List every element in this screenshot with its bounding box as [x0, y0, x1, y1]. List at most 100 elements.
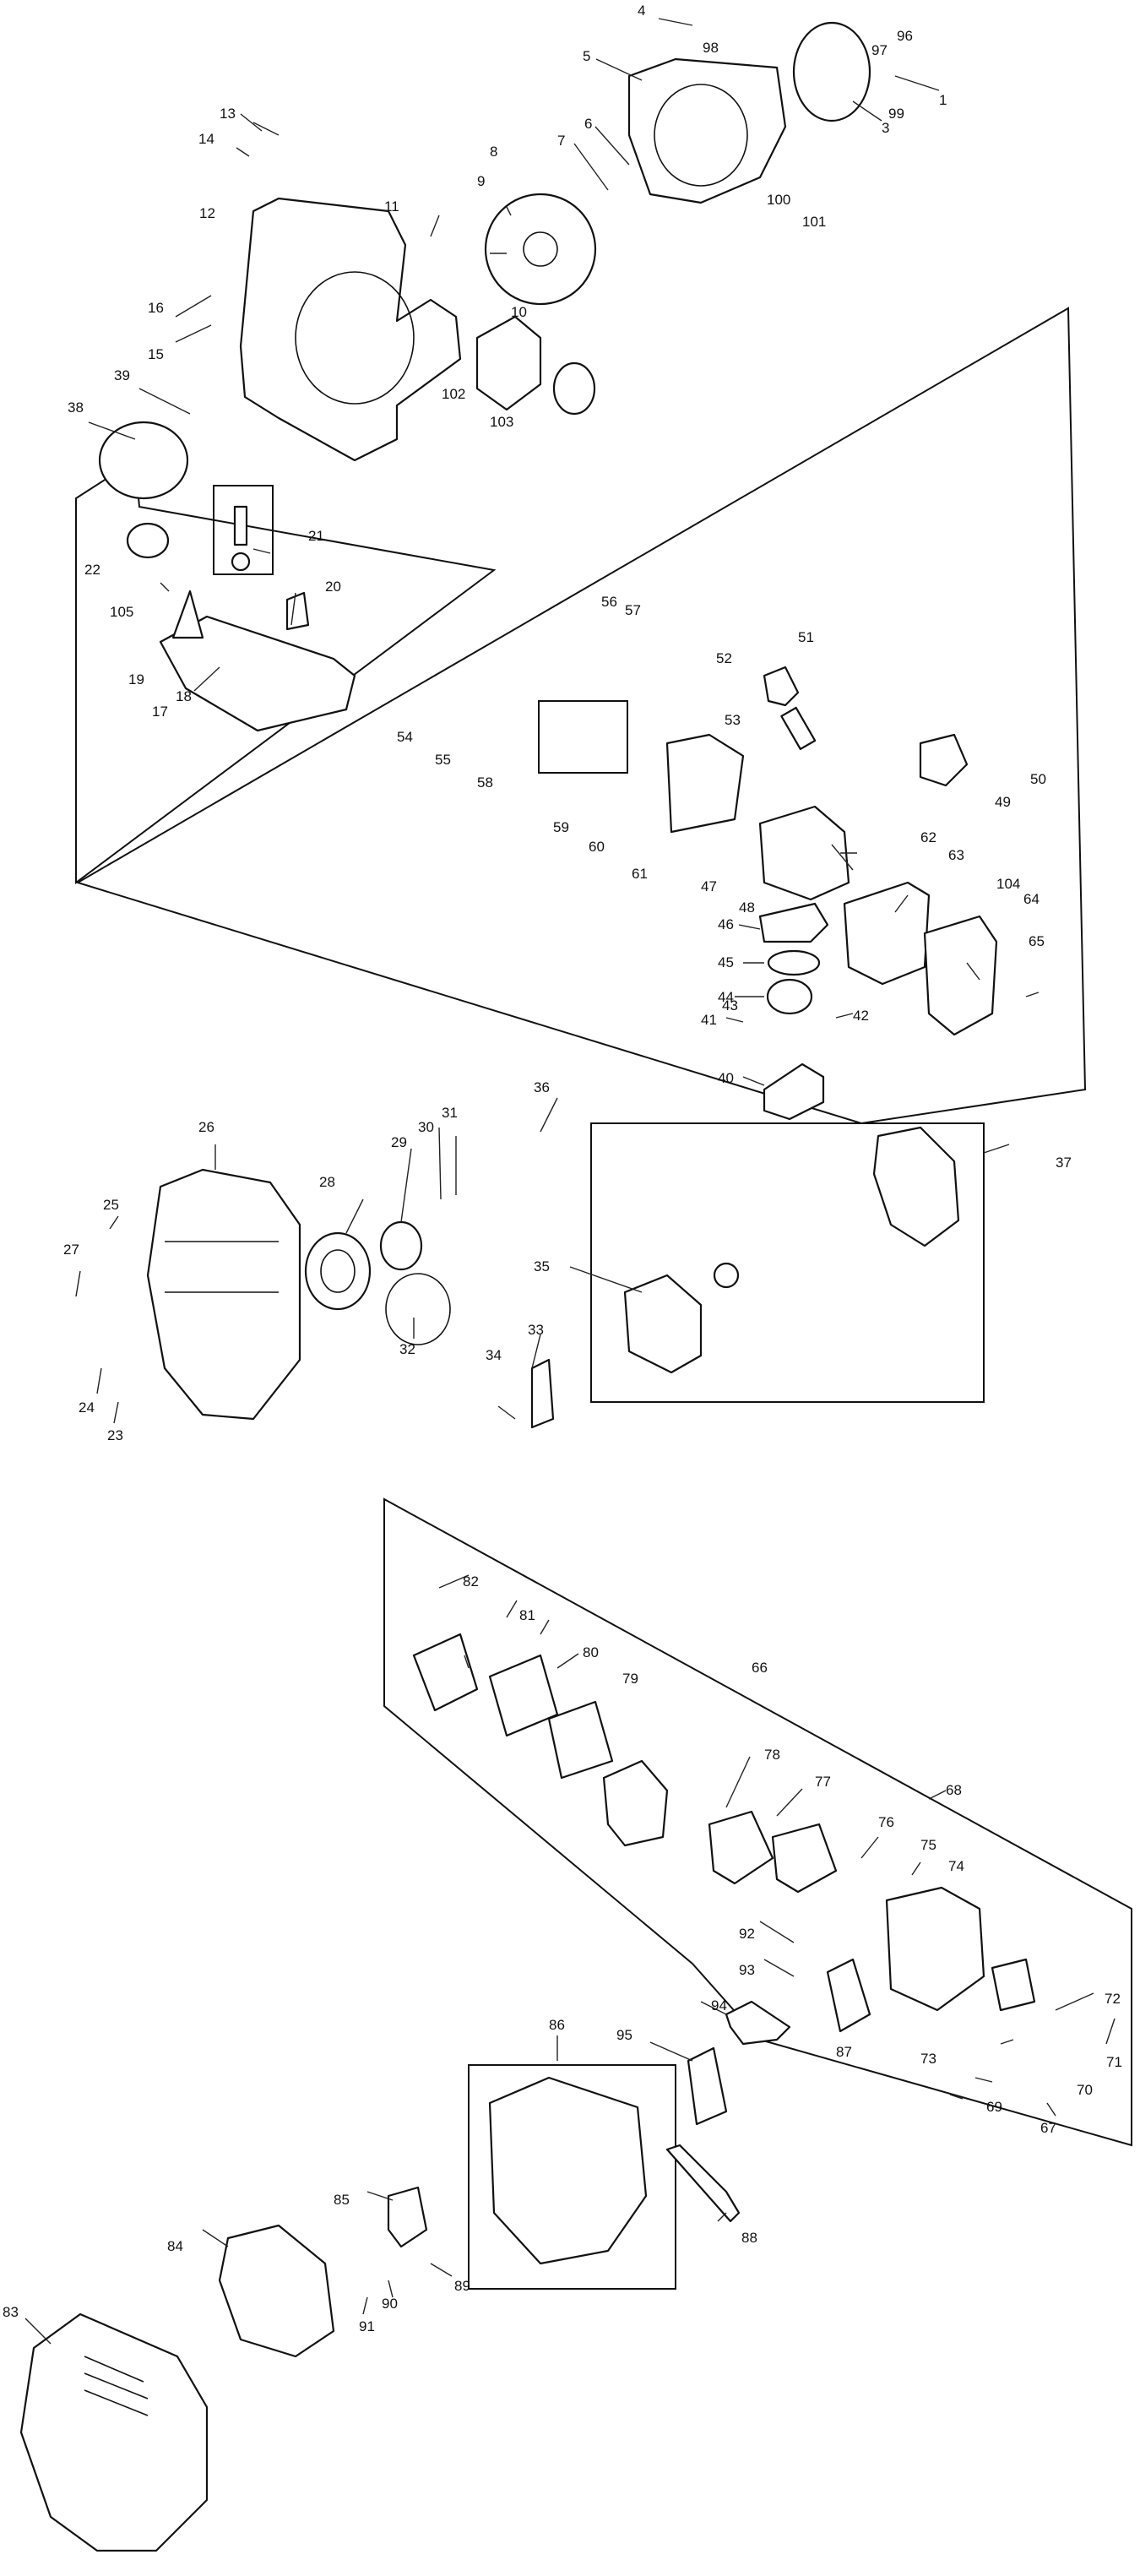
- callout-3: 3: [882, 120, 889, 136]
- gasket-air: [687, 2046, 728, 2126]
- callout-9: 9: [477, 173, 485, 189]
- callout-63: 63: [948, 847, 964, 863]
- callout-59: 59: [553, 819, 569, 835]
- callout-89: 89: [454, 2278, 470, 2294]
- callout-57: 57: [625, 602, 641, 618]
- callout-75: 75: [920, 1837, 936, 1853]
- callout-77: 77: [815, 1774, 831, 1790]
- callout-26: 26: [198, 1119, 214, 1135]
- gasket-cylinder: [758, 902, 829, 943]
- fan-housing-shell: [239, 197, 462, 462]
- callout-97: 97: [871, 42, 888, 58]
- rope-reel: [379, 1220, 423, 1271]
- part-drawings: [19, 21, 1036, 2552]
- fuel-tank-cap: [126, 522, 170, 559]
- crankcase-half-left: [623, 1274, 703, 1374]
- air-filter-element: [218, 2224, 335, 2358]
- callout-14: 14: [198, 131, 214, 147]
- fan-cover-ring: [792, 21, 871, 122]
- leader-lines: [24, 18, 1116, 2345]
- flywheel: [98, 421, 189, 500]
- callout-30: 30: [418, 1119, 434, 1135]
- carb-body-small: [602, 1759, 669, 1847]
- callout-85: 85: [334, 2192, 350, 2208]
- gasket-pump: [547, 1700, 614, 1780]
- callout-35: 35: [534, 1258, 550, 1274]
- callout-34: 34: [486, 1347, 502, 1363]
- callout-92: 92: [739, 1926, 755, 1942]
- callout-74: 74: [948, 1858, 964, 1874]
- callout-93: 93: [739, 1962, 755, 1978]
- callout-96: 96: [897, 28, 913, 44]
- callout-83: 83: [3, 2304, 19, 2320]
- muffler-plate: [843, 881, 931, 986]
- callout-81: 81: [519, 1607, 535, 1623]
- spark-plug: [780, 706, 817, 751]
- callout-38: 38: [68, 399, 84, 416]
- callout-32: 32: [399, 1341, 415, 1357]
- spark-plug-cap: [763, 666, 800, 707]
- cap-detail-knob: [231, 552, 251, 572]
- callout-33: 33: [528, 1322, 544, 1338]
- cylinder: [758, 805, 850, 901]
- callout-46: 46: [718, 916, 734, 932]
- callout-71: 71: [1106, 2054, 1122, 2070]
- blower-impeller: [484, 193, 597, 306]
- piston: [766, 978, 813, 1015]
- choke-shutter: [387, 2186, 428, 2248]
- callout-61: 61: [632, 866, 648, 882]
- callout-42: 42: [853, 1008, 869, 1024]
- callout-78: 78: [764, 1747, 780, 1763]
- callout-73: 73: [920, 2051, 936, 2067]
- callout-56: 56: [601, 594, 617, 610]
- callout-100: 100: [767, 192, 790, 208]
- callout-62: 62: [920, 829, 936, 845]
- callout-95: 95: [616, 2027, 632, 2043]
- callout-20: 20: [325, 579, 341, 595]
- fuel-tank: [159, 615, 356, 732]
- side-bracket: [530, 1358, 555, 1429]
- callout-7: 7: [557, 133, 565, 149]
- callout-88: 88: [741, 2230, 757, 2246]
- callout-50: 50: [1030, 771, 1046, 787]
- callout-99: 99: [888, 106, 904, 122]
- callout-49: 49: [995, 794, 1011, 810]
- callout-60: 60: [589, 839, 605, 855]
- volute-case: [627, 57, 787, 204]
- callout-76: 76: [878, 1814, 894, 1830]
- callout-98: 98: [703, 40, 719, 56]
- callout-84: 84: [167, 2238, 183, 2254]
- carburetor-body: [885, 1886, 985, 2012]
- air-cleaner-cover: [19, 2312, 209, 2552]
- choke-lever: [665, 2144, 741, 2223]
- callout-86: 86: [549, 2017, 565, 2033]
- callout-24: 24: [79, 1399, 95, 1416]
- metering-plate: [708, 1810, 774, 1885]
- ignition-coil: [919, 733, 969, 787]
- callout-45: 45: [718, 954, 734, 970]
- starter-cover: [146, 1168, 301, 1421]
- callout-72: 72: [1105, 1991, 1121, 2007]
- metering-gasket: [771, 1823, 838, 1894]
- insulator-plate: [665, 733, 745, 834]
- callout-21: 21: [308, 528, 324, 544]
- recoil-spring: [304, 1231, 372, 1311]
- starter-rope-loop: [385, 1273, 451, 1345]
- fuel-cap-box: [213, 485, 274, 575]
- callout-67: 67: [1040, 2120, 1056, 2136]
- crankcase-half-right: [872, 1126, 960, 1247]
- muffler: [923, 915, 998, 1036]
- callout-6: 6: [584, 116, 592, 132]
- callout-18: 18: [176, 688, 192, 704]
- throttle-lever: [991, 1958, 1036, 2012]
- air-cleaner-base: [488, 2076, 648, 2265]
- air-cleaner-group-frame: [468, 2064, 676, 2290]
- ignition-bracket-box: [538, 700, 628, 774]
- callout-39: 39: [114, 367, 130, 383]
- engine-group-frame: [75, 307, 1087, 1125]
- callout-41: 41: [701, 1012, 717, 1028]
- callout-40: 40: [718, 1070, 734, 1086]
- callout-91: 91: [359, 2318, 375, 2334]
- callout-79: 79: [622, 1671, 638, 1687]
- callout-52: 52: [716, 650, 732, 666]
